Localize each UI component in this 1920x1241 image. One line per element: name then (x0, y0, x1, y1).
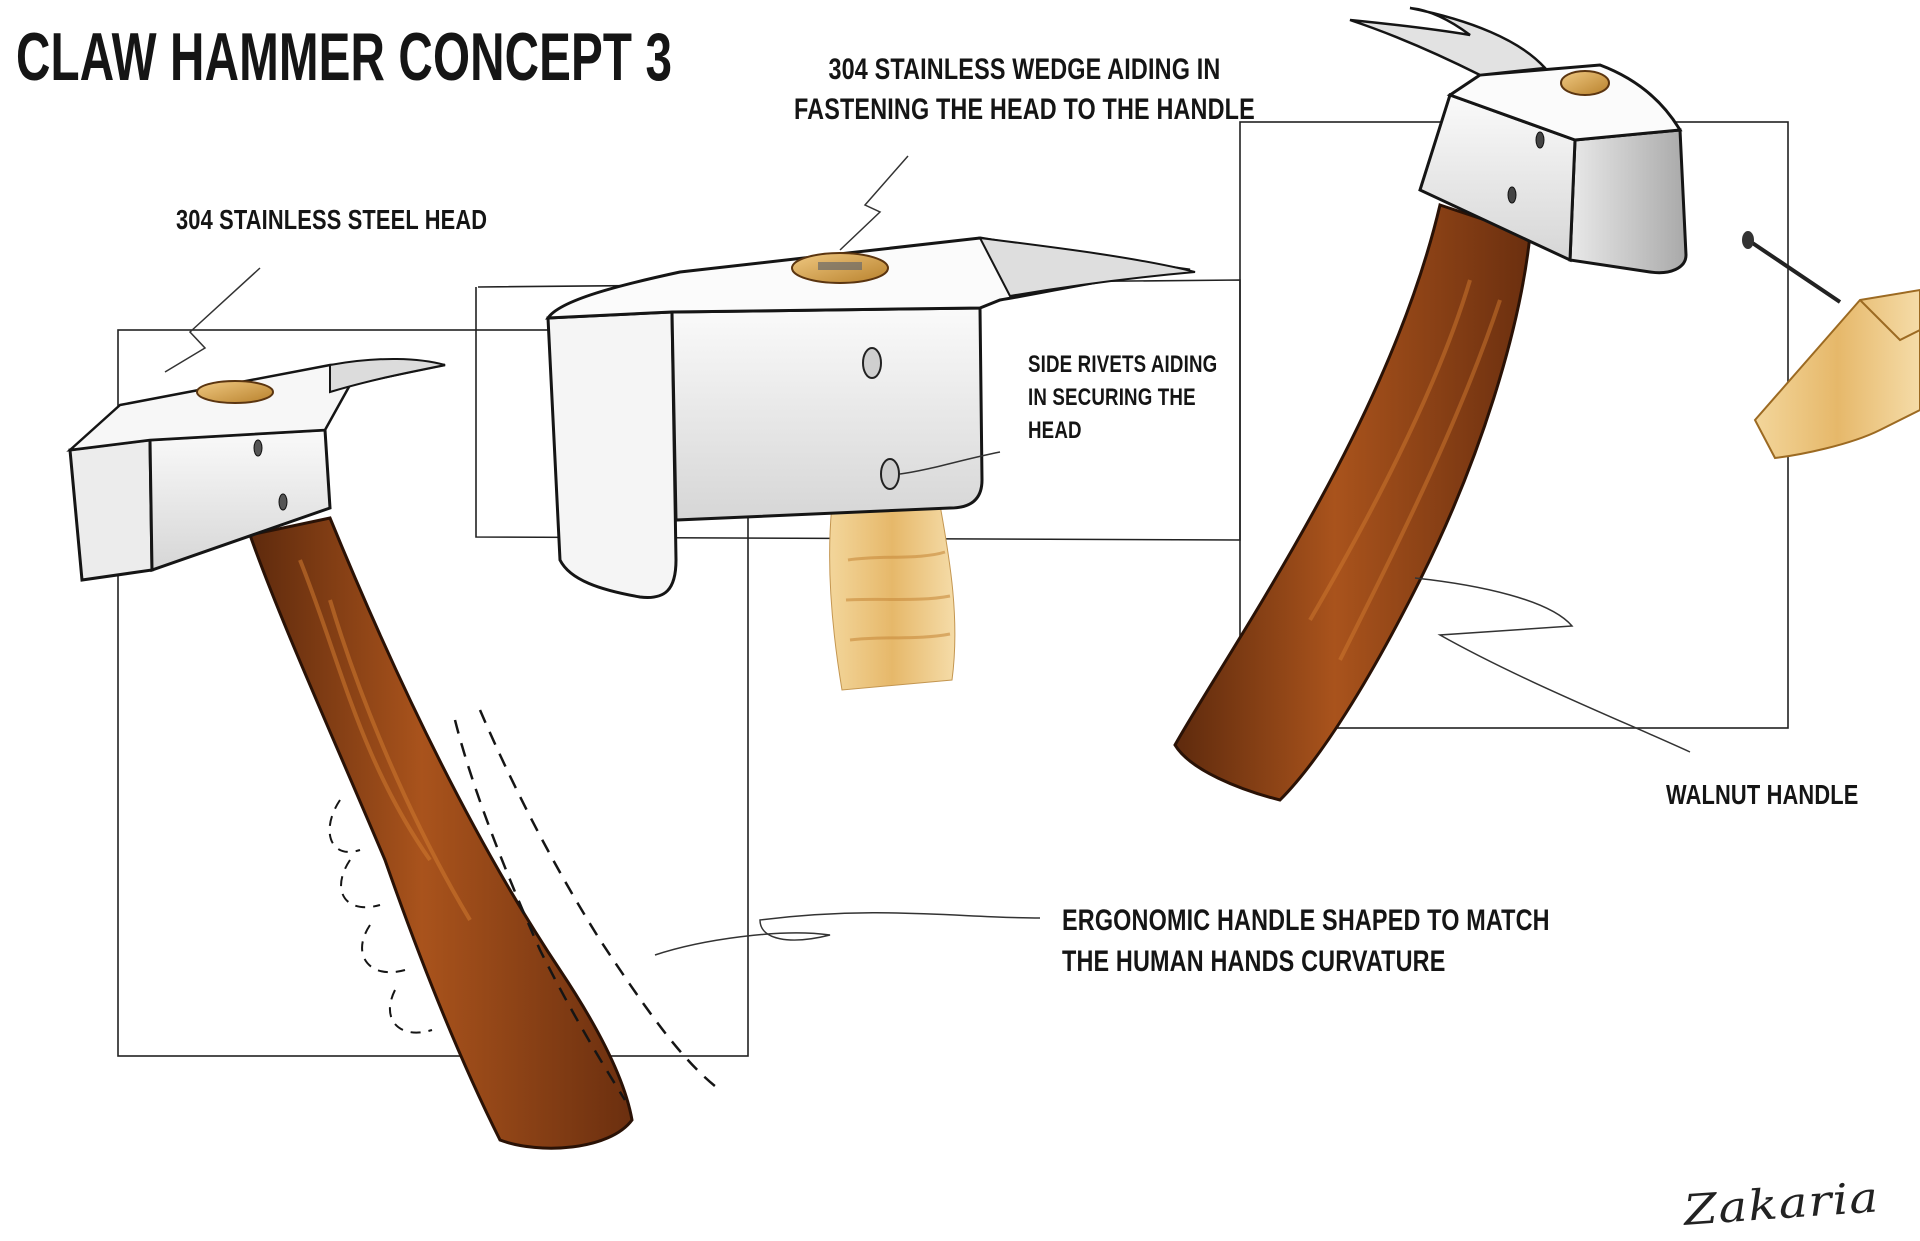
rivet-right-2 (1507, 186, 1517, 204)
head-right-front (1568, 128, 1688, 275)
annotation-wedge-line-1: 304 STAINLESS WEDGE AIDING IN (828, 53, 1221, 86)
leader-wedge (839, 155, 909, 251)
annotation-steel-head: 304 STAINLESS STEEL HEAD (176, 203, 487, 237)
handle-right (1173, 203, 1532, 802)
rivet-left-2 (278, 493, 288, 511)
annotation-steel-head-text: 304 STAINLESS STEEL HEAD (176, 204, 488, 235)
annotation-rivets-line-2: IN SECURING THE (1028, 384, 1196, 411)
annotation-ergonomic: ERGONOMIC HANDLE SHAPED TO MATCH THE HUM… (1062, 900, 1550, 982)
rivet-right-1 (1535, 131, 1545, 149)
annotation-ergo-line-2: THE HUMAN HANDS CURVATURE (1062, 945, 1446, 978)
head-middle-front (546, 310, 678, 600)
handle-left (248, 516, 634, 1150)
annotation-wedge: 304 STAINLESS WEDGE AIDING IN FASTENING … (794, 50, 1255, 130)
annotation-walnut-handle: WALNUT HANDLE (1666, 778, 1859, 812)
nail-and-block (1742, 231, 1920, 460)
annotation-wedge-line-2: FASTENING THE HEAD TO THE HANDLE (794, 93, 1255, 126)
handle-middle-light (829, 504, 956, 691)
head-middle-side (670, 306, 984, 522)
leader-head (164, 267, 261, 373)
claw-left (329, 357, 446, 394)
frame-left (117, 329, 749, 1057)
annotation-rivets: SIDE RIVETS AIDING IN SECURING THE HEAD (1028, 348, 1217, 447)
nail (1746, 238, 1842, 304)
hammer-right (1173, 6, 1691, 802)
leader-ergo (654, 912, 1041, 956)
hammer-left (66, 267, 721, 1150)
head-right-top (1446, 63, 1683, 142)
head-left-front (68, 438, 154, 582)
leader-walnut (1414, 577, 1691, 753)
hammer-middle (545, 155, 1196, 691)
wedge-right (1560, 70, 1610, 96)
rivet-left-1 (253, 439, 263, 457)
wood-block (1753, 288, 1920, 460)
rivet-middle-1 (862, 347, 882, 379)
hand-outline (453, 719, 627, 1101)
annotation-walnut-text: WALNUT HANDLE (1666, 779, 1859, 810)
rivet-middle-2 (880, 458, 900, 490)
leader-rivets (899, 451, 1001, 475)
annotation-rivets-line-3: HEAD (1028, 417, 1082, 444)
wedge-left (196, 380, 274, 404)
claw-middle (978, 236, 1196, 298)
annotation-rivets-line-1: SIDE RIVETS AIDING (1028, 351, 1218, 378)
sheet-title: CLAW HAMMER CONCEPT 3 (16, 19, 673, 95)
claw-right (1349, 6, 1548, 77)
annotation-ergo-line-1: ERGONOMIC HANDLE SHAPED TO MATCH (1062, 904, 1550, 937)
